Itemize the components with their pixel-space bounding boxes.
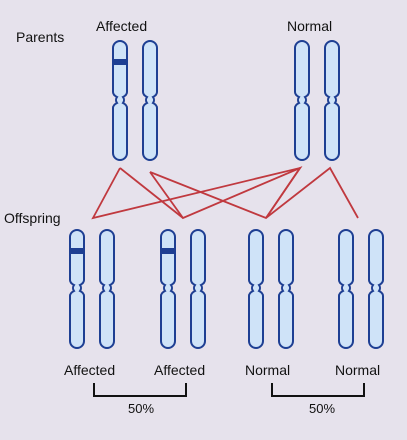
inheritance-lines-cross-2	[149, 166, 359, 220]
affected-bracket	[93, 383, 187, 397]
parents-label: Parents	[16, 29, 65, 45]
parent-normal-label: Normal	[287, 18, 333, 34]
child-1-chromosome-2	[99, 229, 115, 349]
child-1-chromosome-1	[69, 229, 85, 349]
child-4-chromosome-2	[368, 229, 384, 349]
parent-affected-chromosome-mutant-mutation-band	[114, 59, 126, 65]
parent-normal-chromosome-2	[324, 40, 340, 161]
parent-normal-chromosome-1	[294, 40, 310, 161]
child-1-chromosome-1-mutation-band	[71, 248, 83, 254]
parent-affected-chromosome-normal	[142, 40, 158, 161]
normal-percentage: 50%	[309, 401, 336, 416]
child-3-label: Normal	[245, 362, 291, 378]
parent-affected-chromosome-mutant	[112, 40, 128, 161]
offspring-label: Offspring	[4, 210, 61, 226]
child-2-chromosome-1	[160, 229, 176, 349]
child-2-chromosome-1-mutation-band	[162, 248, 174, 254]
parent-affected-label: Affected	[96, 18, 148, 34]
normal-bracket	[271, 383, 365, 397]
affected-percentage: 50%	[128, 401, 155, 416]
child-3-chromosome-2	[278, 229, 294, 349]
inheritance-line-short	[119, 167, 184, 219]
child-2-label: Affected	[154, 362, 206, 378]
child-1-label: Affected	[64, 362, 116, 378]
child-3-chromosome-1	[248, 229, 264, 349]
inheritance-lines-cross-1	[149, 165, 303, 220]
child-4-chromosome-1	[338, 229, 354, 349]
child-2-chromosome-2	[190, 229, 206, 349]
child-4-label: Normal	[335, 362, 381, 378]
inheritance-lines-affected-parent	[91, 166, 303, 220]
